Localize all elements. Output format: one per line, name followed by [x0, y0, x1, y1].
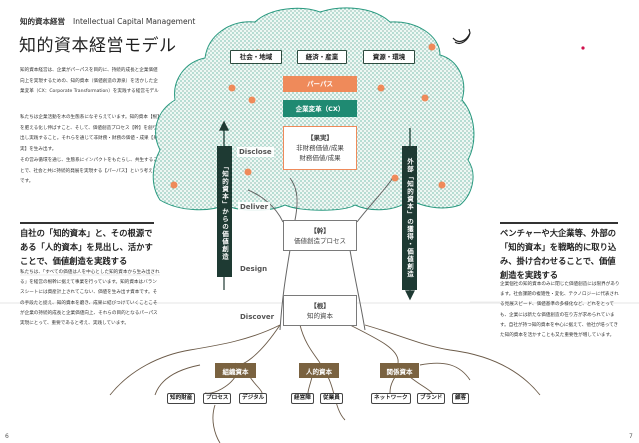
capital-organizational: 組織資本: [215, 363, 256, 378]
capital-relational: 関係資本: [380, 363, 419, 378]
page-title: 知的資本経営モデル: [19, 36, 177, 56]
right-body: 企業個社の知的資本のみに閉じた価値創造には限界があります。社会課題の複雑性・変化…: [500, 282, 620, 339]
left-heading: 自社の「知的資本」と、その根源である「人的資本」を見出し、活かすことで、価値創造…: [20, 228, 153, 266]
fruit-box: 【果実】非財務価値/成果財務価値/成果: [283, 126, 357, 170]
intro-paragraph-3: その営み循環を通じ、生態系にインパクトをもたらし、共生することで、社会と共に持続…: [20, 158, 158, 184]
tag-employees: 従業員: [320, 393, 343, 404]
right-value-bar: 外部「知的資本」の獲得・価値創造: [402, 146, 417, 290]
trunk-box: 【幹】価値創造プロセス: [283, 220, 357, 251]
accent-dot: [581, 46, 585, 50]
left-value-bar: 「知的資本」からの価値創造: [217, 146, 232, 277]
topic-society: 社会・地域: [230, 50, 282, 64]
root-box: 【根】知的資本: [283, 295, 357, 326]
stage-deliver: Deliver: [238, 202, 271, 212]
topic-environment: 資源・環境: [363, 50, 415, 64]
page-number-right: 7: [629, 433, 633, 440]
tag-network: ネットワーク: [371, 393, 411, 404]
tag-customers: 顧客: [452, 393, 470, 404]
left-body: 私たちは、「すべての価値は人を中心とした知的資本から生み出される」を経営の根幹に…: [20, 270, 160, 327]
page-number-left: 6: [5, 433, 9, 440]
bird-icon: [452, 28, 471, 44]
stage-disclose: Disclose: [237, 147, 274, 157]
right-heading: ベンチャーや大企業等、外部の「知的資本」を戦略的に取り込み、掛け合わせることで、…: [500, 228, 617, 280]
trunk: [247, 174, 396, 331]
tag-digital: デジタル: [239, 393, 268, 404]
stage-discover: Discover: [238, 312, 277, 322]
intro-paragraph-1: 知的資本経営は、企業がパーパスを目的に、持続的成長と企業価値向上を実現するための…: [20, 68, 159, 94]
stage-design: Design: [238, 264, 270, 274]
right-divider: [500, 222, 618, 224]
intro-paragraph-2: 私たちは企業活動を木の生態系になぞらえています。知的資本【根】を肥える化し伸ばす…: [20, 115, 160, 152]
tag-management: 経営陣: [291, 393, 314, 404]
roots: [109, 324, 541, 443]
tag-brand: ブランド: [417, 393, 446, 404]
purpose-box: パーパス: [283, 76, 357, 92]
topic-economy: 経済・産業: [297, 50, 347, 64]
left-divider: [20, 222, 154, 224]
capital-human: 人的資本: [299, 363, 339, 378]
tag-ip: 知的財産: [167, 393, 196, 404]
tag-process: プロセス: [203, 393, 232, 404]
cx-box: 企業変革（CX）: [283, 100, 357, 117]
